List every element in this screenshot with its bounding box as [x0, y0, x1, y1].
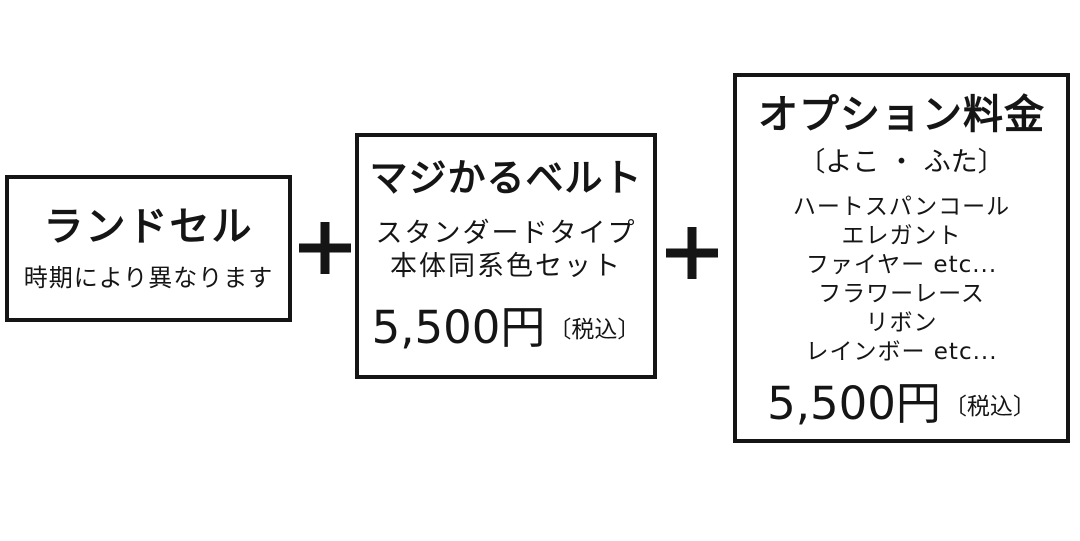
randoseru-note: 時期により異なります — [23, 264, 274, 292]
option-fee-box: オプション料金 〔よこ ・ ふた〕 ハートスパンコール エレガント ファイヤー … — [733, 73, 1070, 443]
belt-set-line: 本体同系色セット — [390, 250, 622, 282]
belt-price-row: 5,500円 〔税込〕 — [359, 303, 653, 353]
belt-price: 5,500円 — [371, 300, 546, 354]
option-price: 5,500円 — [767, 377, 941, 430]
option-fee-scope: 〔よこ ・ ふた〕 — [798, 147, 1005, 178]
option-tax-note: 〔税込〕 — [943, 393, 1036, 420]
belt-tax-note: 〔税込〕 — [548, 317, 641, 344]
option-price-row: 5,500円 〔税込〕 — [737, 379, 1066, 429]
option-item: ハートスパンコール — [792, 194, 1011, 220]
randoseru-box: ランドセル 時期により異なります — [5, 175, 292, 322]
belt-type-line: スタンダードタイプ — [375, 217, 637, 249]
option-item: フラワーレース — [818, 281, 985, 307]
option-item: ファイヤー etc... — [805, 252, 998, 278]
magical-belt-title: マジかるベルト — [369, 156, 643, 200]
option-fee-title: オプション料金 — [758, 92, 1045, 138]
option-item: レインボー etc... — [805, 339, 998, 365]
option-list: ハートスパンコール エレガント ファイヤー etc... フラワーレース リボン… — [737, 193, 1066, 367]
plus-icon — [666, 227, 718, 279]
plus-icon — [299, 222, 351, 274]
randoseru-title: ランドセル — [43, 204, 254, 250]
option-item: リボン — [865, 310, 938, 336]
option-item: エレガント — [841, 223, 962, 249]
magical-belt-box: マジかるベルト スタンダードタイプ 本体同系色セット 5,500円 〔税込〕 — [355, 133, 657, 379]
magical-belt-details: スタンダードタイプ 本体同系色セット — [359, 217, 653, 283]
